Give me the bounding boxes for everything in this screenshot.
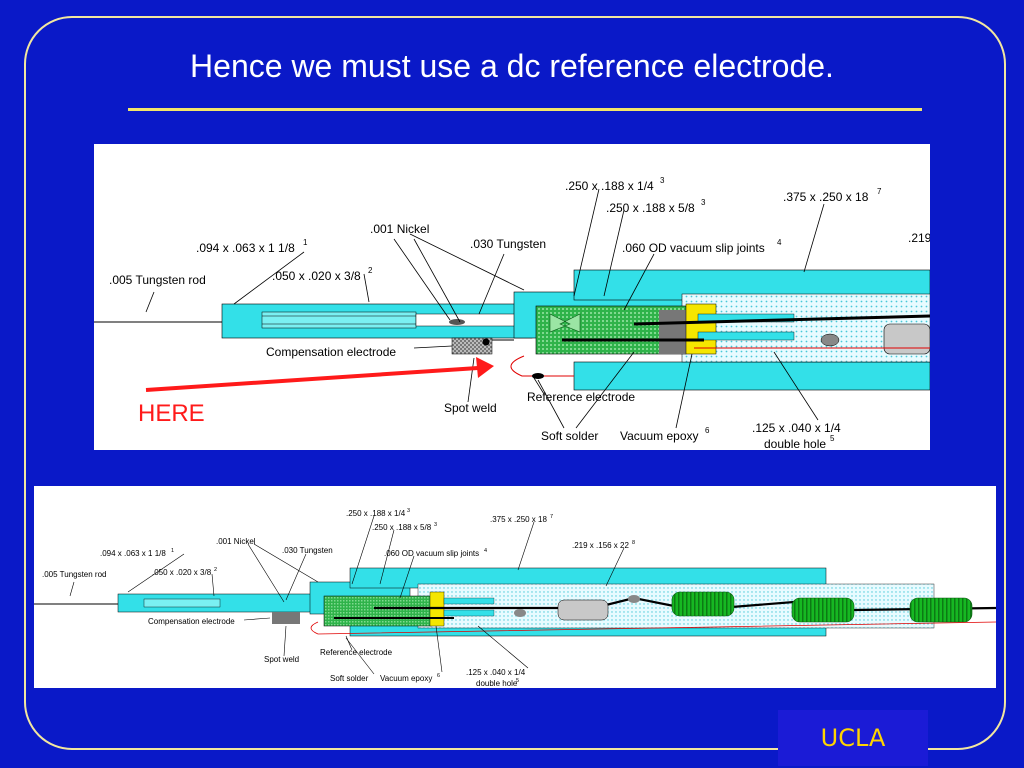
top-label-spot-weld: Spot weld <box>444 401 497 415</box>
bottom-label-nickel: .001 Nickel <box>216 537 256 546</box>
bottom-sup-094-063: 1 <box>171 548 174 554</box>
top-label-nickel: .001 Nickel <box>370 222 429 236</box>
bottom-sup-250-188-5-8: 3 <box>434 522 437 528</box>
title-underline <box>128 108 922 111</box>
bottom-leader-lines <box>69 515 625 675</box>
bottom-label-tungsten-030: .030 Tungsten <box>282 546 333 555</box>
top-label-125-040: .125 x .040 x 1/4 <box>752 421 841 435</box>
bottom-sup-375-250-18: 7 <box>550 514 553 520</box>
top-label-compensation: Compensation electrode <box>266 345 396 359</box>
bottom-labels: .250 x .188 x 1/4 3 .250 x .188 x 5/8 3 … <box>42 508 635 688</box>
top-labels: .250 x .188 x 1/4 3 .250 x .188 x 5/8 3 … <box>109 176 930 450</box>
bottom-label-compensation: Compensation electrode <box>148 617 235 626</box>
top-sup-094-063: 1 <box>303 238 308 247</box>
bottom-probe-diagram: .250 x .188 x 1/4 3 .250 x .188 x 5/8 3 … <box>34 508 996 688</box>
bottom-diagram-panel: .250 x .188 x 1/4 3 .250 x .188 x 5/8 3 … <box>34 486 996 688</box>
top-label-slip-joints: .060 OD vacuum slip joints <box>622 241 765 255</box>
top-label-250-188-1-4: .250 x .188 x 1/4 <box>565 179 654 193</box>
top-label-tungsten-030: .030 Tungsten <box>470 237 546 251</box>
top-sup-375-250-18: 7 <box>877 187 882 196</box>
bottom-label-125-040: .125 x .040 x 1/4 <box>466 668 526 677</box>
top-label-soft-solder: Soft solder <box>541 429 598 443</box>
top-label-050-020: .050 x .020 x 3/8 <box>272 269 361 283</box>
top-diagram-panel: .250 x .188 x 1/4 3 .250 x .188 x 5/8 3 … <box>94 144 930 450</box>
bottom-sup-050-020: 2 <box>214 567 217 573</box>
top-sup-slip-joints: 4 <box>777 238 782 247</box>
bottom-label-094-063: .094 x .063 x 1 1/8 <box>100 549 166 558</box>
bottom-label-250-188-1-4: .250 x .188 x 1/4 <box>346 509 406 518</box>
bottom-label-reference: Reference electrode <box>320 648 393 657</box>
top-probe-diagram: .250 x .188 x 1/4 3 .250 x .188 x 5/8 3 … <box>94 176 930 450</box>
bottom-sup-250-188-1-4: 3 <box>407 508 410 514</box>
bottom-label-219-156-22: .219 x .156 x 22 <box>572 541 629 550</box>
top-sup-250-188-1-4: 3 <box>660 176 665 185</box>
slide-frame <box>24 16 1006 750</box>
bottom-sup-219-156-22: 8 <box>632 540 635 546</box>
bottom-label-double-hole: double hole <box>476 679 518 688</box>
bottom-label-spot-weld: Spot weld <box>264 655 299 664</box>
top-label-double-hole: double hole <box>764 437 826 450</box>
here-label: HERE <box>138 400 205 427</box>
bottom-sup-slip-joints: 4 <box>484 548 487 554</box>
bottom-label-050-020: .050 x .020 x 3/8 <box>152 568 212 577</box>
bottom-label-soft-solder: Soft solder <box>330 674 369 683</box>
top-leader-lines <box>145 188 825 429</box>
top-probe-body <box>94 269 930 391</box>
bottom-sup-double-hole: 5 <box>516 678 519 684</box>
top-sup-double-hole: 5 <box>830 434 835 443</box>
top-sup-250-188-5-8: 3 <box>701 198 706 207</box>
top-label-tungsten-rod: .005 Tungsten rod <box>109 273 206 287</box>
ucla-logo: UCLA <box>778 710 928 766</box>
top-label-094-063: .094 x .063 x 1 1/8 <box>196 241 295 255</box>
slide-title: Hence we must use a dc reference electro… <box>190 48 834 84</box>
top-sup-050-020: 2 <box>368 266 373 275</box>
top-label-250-188-5-8: .250 x .188 x 5/8 <box>606 201 695 215</box>
bottom-label-tungsten-rod: .005 Tungsten rod <box>42 570 107 579</box>
bottom-label-375-250-18: .375 x .250 x 18 <box>490 515 547 524</box>
bottom-label-vacuum-epoxy: Vacuum epoxy <box>380 674 432 683</box>
top-label-219: .219 <box>908 231 930 245</box>
bottom-sup-vacuum-epoxy: 6 <box>437 673 440 679</box>
bottom-label-250-188-5-8: .250 x .188 x 5/8 <box>372 523 432 532</box>
top-label-vacuum-epoxy: Vacuum epoxy <box>620 429 699 443</box>
top-label-reference: Reference electrode <box>527 390 635 404</box>
bottom-probe-body <box>34 567 996 637</box>
bottom-label-slip-joints: .060 OD vacuum slip joints <box>384 549 479 558</box>
top-label-375-250-18: .375 x .250 x 18 <box>783 190 869 204</box>
top-sup-vacuum-epoxy: 6 <box>705 426 710 435</box>
